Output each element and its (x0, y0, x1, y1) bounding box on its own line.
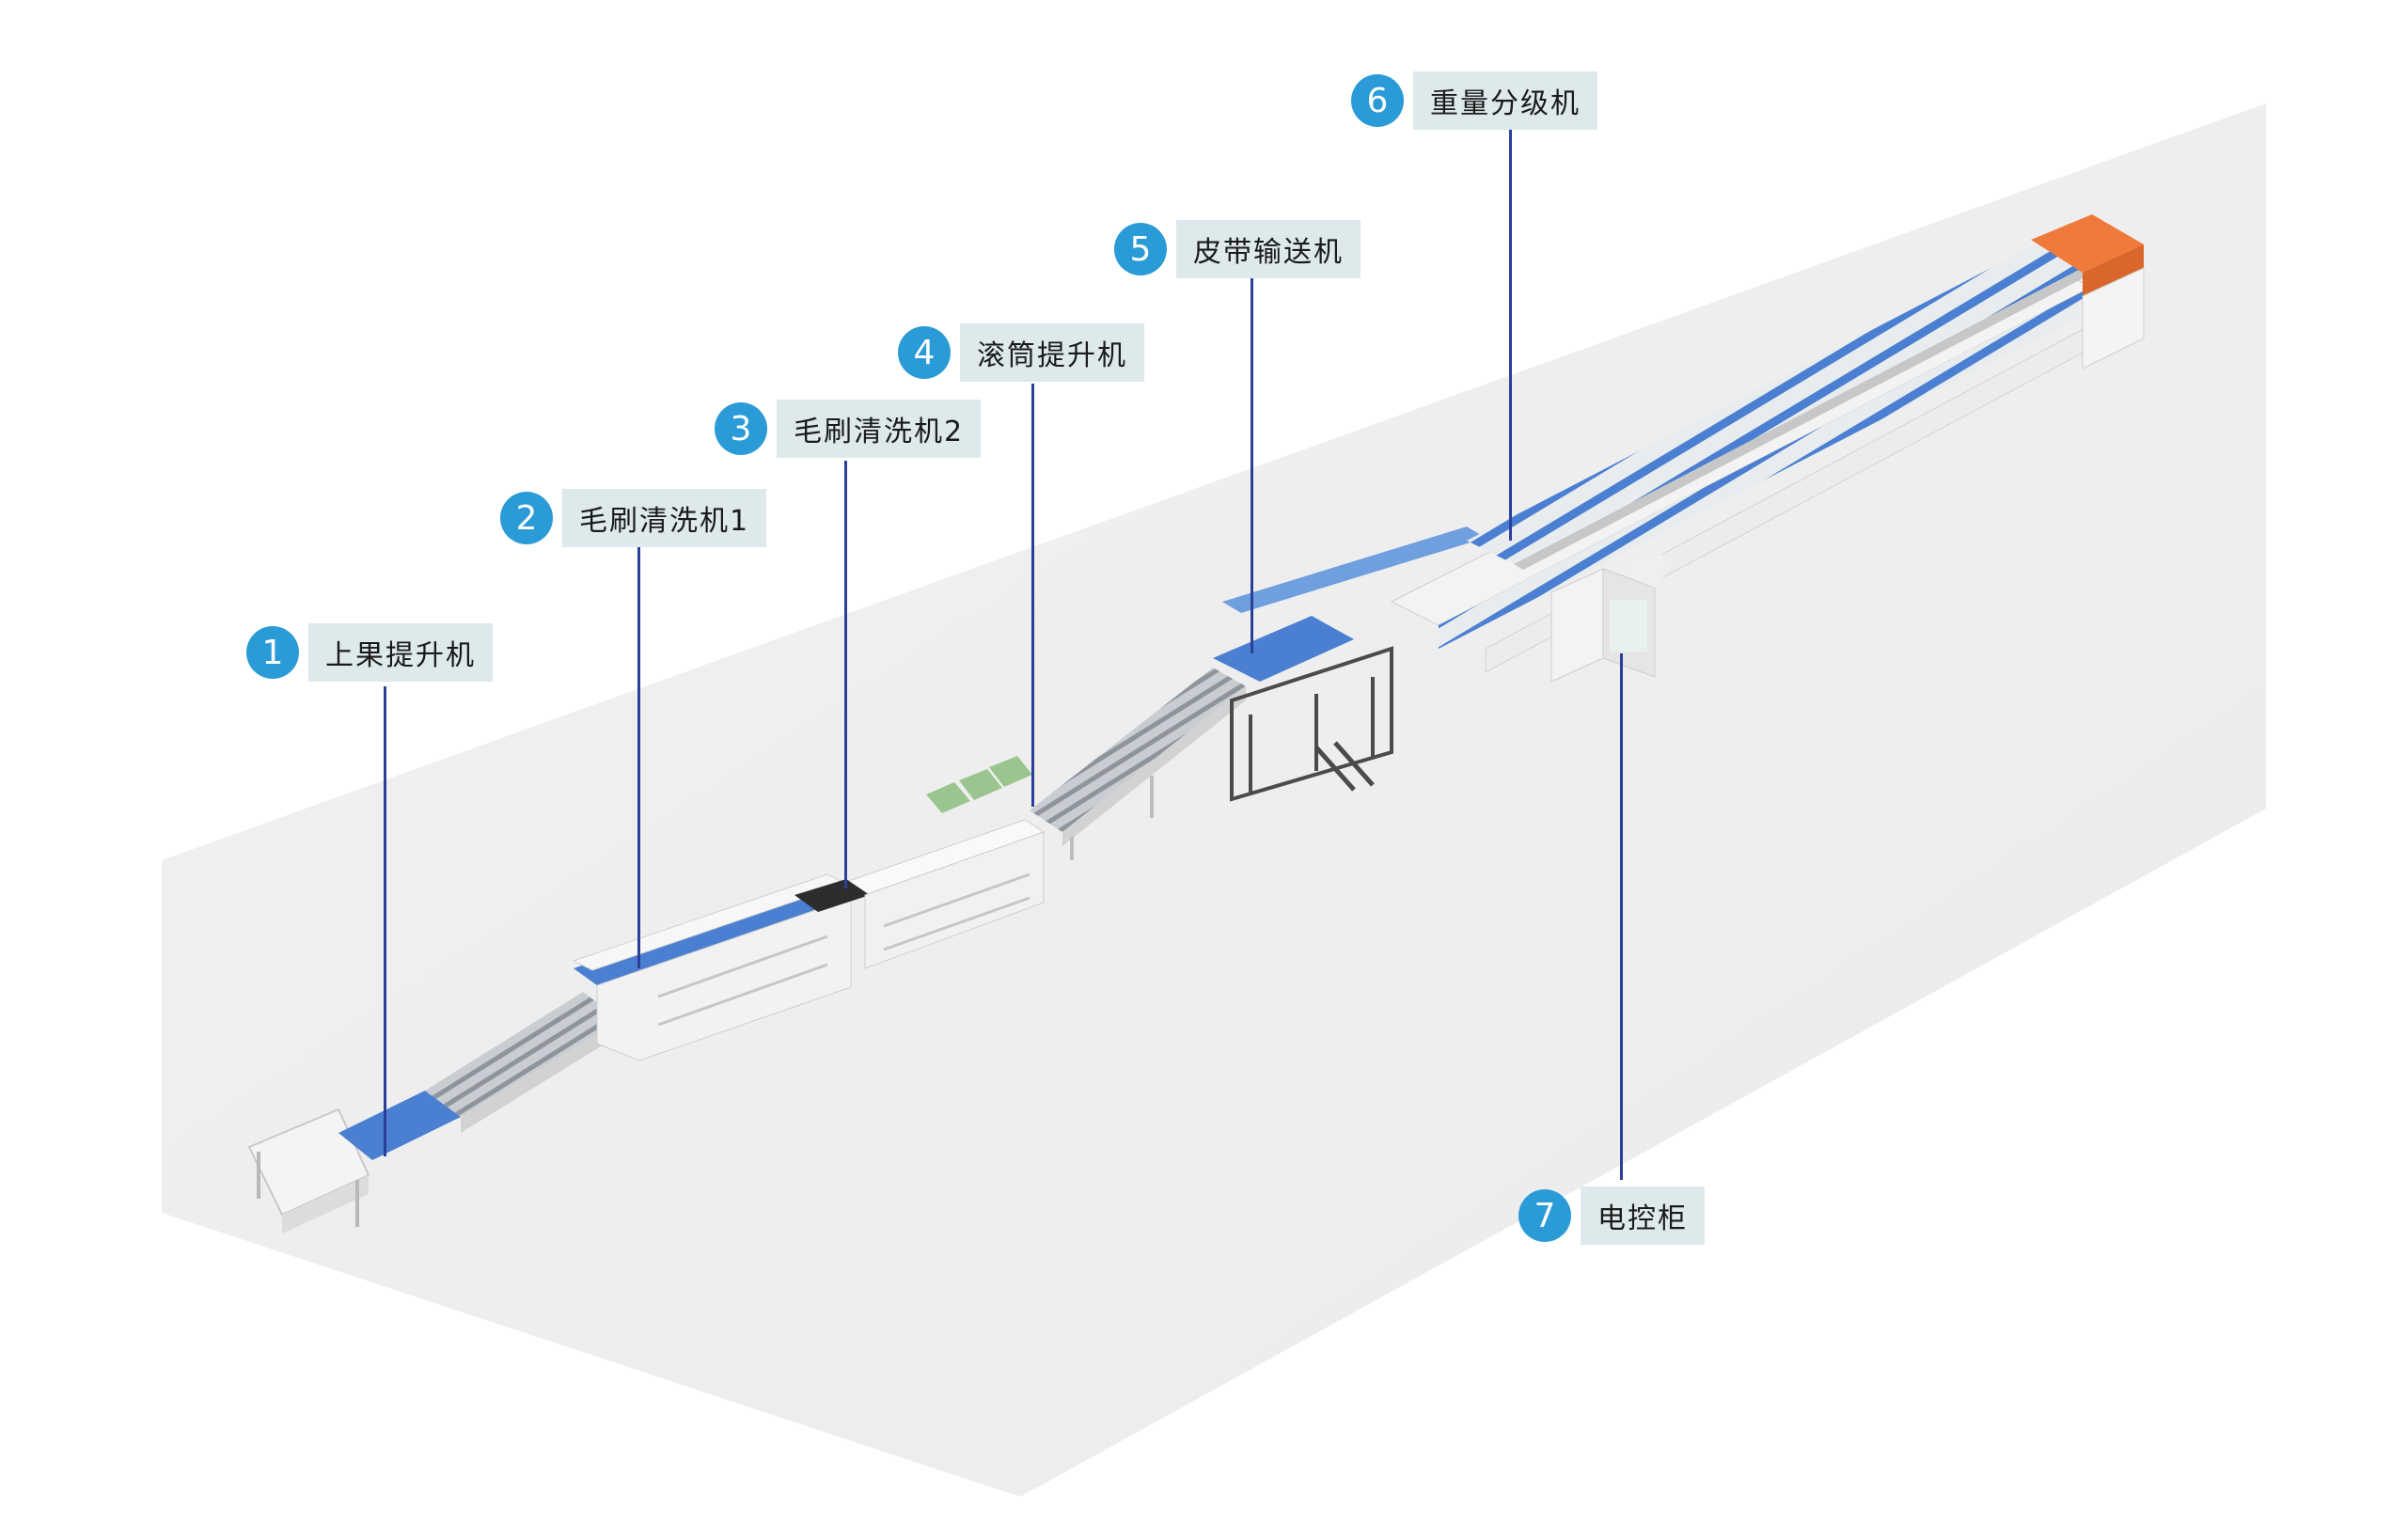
callout-label-3: 毛刷清洗机2 (777, 400, 982, 458)
brush-washer-2-machine (794, 756, 1046, 969)
callout-4: 4 滚筒提升机 (898, 323, 1144, 382)
callout-5: 5 皮带输送机 (1114, 220, 1361, 278)
leader-line-3 (844, 461, 847, 888)
leader-line-6 (1509, 127, 1512, 541)
callout-label-4: 滚筒提升机 (960, 323, 1144, 382)
callout-label-5: 皮带输送机 (1176, 220, 1361, 278)
callout-1: 1 上果提升机 (246, 623, 493, 682)
belt-conveyor-machine (1213, 526, 1486, 802)
callout-number-4: 4 (898, 326, 951, 379)
callout-number-1: 1 (246, 626, 299, 679)
leader-line-1 (384, 686, 386, 1156)
callout-number-3: 3 (715, 402, 767, 455)
callout-number-2: 2 (500, 492, 553, 544)
callout-number-5: 5 (1114, 223, 1167, 275)
feeding-elevator-machine (247, 992, 621, 1234)
brush-washer-1-machine (572, 873, 852, 1061)
callout-label-1: 上果提升机 (308, 623, 493, 682)
callout-6: 6 重量分级机 (1351, 71, 1597, 130)
callout-label-6: 重量分级机 (1413, 71, 1597, 130)
leader-line-5 (1251, 277, 1253, 653)
electrical-cabinet-machine (1550, 550, 1674, 683)
leader-line-4 (1031, 384, 1034, 807)
callout-number-6: 6 (1351, 74, 1404, 127)
callout-label-7: 电控柜 (1581, 1186, 1705, 1245)
drum-elevator-machine (1030, 668, 1246, 860)
callout-label-2: 毛刷清洗机1 (562, 489, 767, 547)
leader-line-2 (637, 547, 640, 968)
callout-2: 2 毛刷清洗机1 (500, 489, 767, 547)
leader-line-7 (1620, 653, 1623, 1180)
callout-number-7: 7 (1518, 1189, 1571, 1242)
callout-7: 7 电控柜 (1518, 1186, 1705, 1245)
callout-3: 3 毛刷清洗机2 (715, 400, 982, 458)
